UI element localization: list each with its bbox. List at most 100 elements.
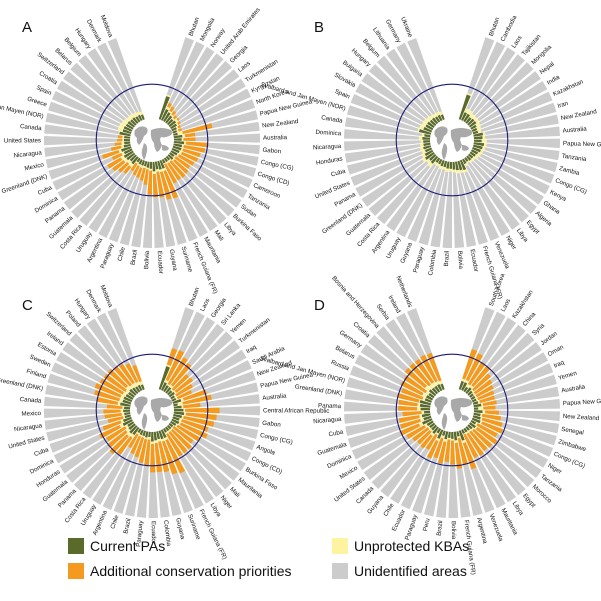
country-bar	[158, 307, 195, 390]
additional-priorities-segment	[138, 438, 148, 464]
country-label: Mali	[213, 229, 225, 242]
current-pas-segment	[464, 157, 469, 162]
country-label: Nicaragua	[313, 416, 342, 425]
unprotected-kbas-segment	[472, 392, 476, 396]
current-pas-segment	[424, 152, 435, 160]
country-label: Laos	[510, 34, 523, 49]
current-pas-segment	[173, 411, 185, 416]
unprotected-kbas-segment	[435, 437, 440, 442]
country-bar	[466, 155, 529, 223]
unprotected-kbas-segment	[173, 155, 176, 159]
unprotected-kbas-segment	[472, 116, 478, 121]
unidentified-segment	[166, 60, 232, 126]
unprotected-kbas-segment	[166, 160, 170, 164]
unprotected-kbas-segment	[175, 126, 179, 130]
country-label: Ecuador	[150, 521, 157, 544]
country-bar	[173, 394, 260, 409]
country-bar	[344, 401, 431, 412]
country-bar	[430, 161, 450, 248]
additional-priorities-segment	[417, 429, 432, 445]
country-label: Yemen	[557, 370, 578, 382]
additional-priorities-segment	[425, 433, 438, 451]
country-bar	[86, 318, 141, 393]
panel-label: A	[22, 19, 32, 36]
unprotected-kbas-segment	[422, 157, 427, 163]
unidentified-segment	[361, 152, 435, 207]
current-pas-segment	[128, 423, 136, 431]
country-bar	[71, 154, 137, 219]
additional-priorities-segment	[402, 411, 422, 417]
unprotected-kbas-segment	[419, 414, 423, 419]
unprotected-kbas-segment	[175, 397, 178, 400]
current-pas-segment	[466, 155, 472, 161]
additional-priorities-segment	[94, 389, 120, 402]
unprotected-kbas-segment	[138, 434, 142, 437]
country-label: Libya	[222, 221, 237, 237]
country-bar	[59, 421, 135, 474]
country-label: Brazil	[130, 249, 139, 265]
additional-priorities-segment	[471, 366, 490, 387]
unprotected-kbas-segment	[441, 435, 445, 439]
additional-priorities-segment	[472, 373, 492, 392]
country-label: Guatemala	[317, 441, 348, 457]
unprotected-kbas-segment	[171, 425, 174, 428]
legend-label: Unprotected KBAs	[354, 538, 469, 554]
additional-priorities-segment	[398, 415, 420, 423]
additional-priorities-segment	[169, 160, 186, 178]
additional-priorities-segment	[119, 363, 135, 385]
additional-priorities-segment	[103, 373, 127, 392]
country-bar	[82, 426, 140, 499]
unprotected-kbas-segment	[435, 111, 440, 116]
country-label: Laos	[199, 297, 211, 312]
unprotected-kbas-segment	[424, 385, 431, 392]
unidentified-segment	[78, 54, 139, 124]
country-bar	[473, 142, 560, 161]
unprotected-kbas-segment	[426, 116, 432, 122]
current-pas-segment	[131, 156, 139, 165]
unidentified-segment	[171, 88, 252, 132]
current-pas-segment	[457, 160, 463, 171]
unidentified-segment	[472, 147, 555, 184]
additional-priorities-segment	[172, 115, 178, 120]
current-pas-segment	[136, 157, 141, 163]
unidentified-segment	[45, 112, 131, 137]
country-label: Niger	[547, 462, 563, 475]
country-bar	[57, 150, 134, 201]
additional-priorities-segment	[185, 407, 220, 414]
current-pas-segment	[459, 159, 467, 171]
unprotected-kbas-segment	[182, 134, 186, 138]
current-pas-segment	[463, 427, 468, 433]
current-pas-segment	[126, 152, 136, 161]
country-bar	[47, 373, 132, 405]
unprotected-kbas-segment	[181, 415, 184, 419]
additional-priorities-segment	[396, 392, 420, 403]
current-pas-segment	[473, 136, 483, 140]
current-pas-segment	[473, 144, 483, 150]
country-label: Russia	[330, 359, 351, 373]
unidentified-segment	[48, 101, 132, 134]
country-bar	[464, 157, 520, 230]
unprotected-kbas-segment	[178, 418, 183, 422]
unidentified-segment	[52, 148, 133, 191]
current-pas-segment	[461, 382, 468, 391]
additional-priorities-segment	[482, 400, 497, 406]
current-pas-segment	[165, 155, 171, 161]
additional-priorities-segment	[135, 167, 143, 178]
current-pas-segment	[424, 410, 431, 414]
unprotected-kbas-segment	[482, 410, 486, 414]
unprotected-kbas-segment	[481, 403, 484, 407]
current-pas-segment	[173, 132, 178, 136]
current-pas-segment	[161, 158, 166, 164]
additional-priorities-segment	[412, 427, 430, 442]
unprotected-kbas-segment	[120, 409, 124, 413]
unidentified-segment	[459, 159, 500, 241]
country-bar	[442, 161, 452, 248]
current-pas-segment	[135, 116, 141, 123]
country-bar	[363, 422, 436, 481]
current-pas-segment	[158, 366, 170, 390]
country-bar	[350, 93, 433, 133]
additional-priorities-segment	[139, 167, 146, 181]
current-pas-segment	[470, 420, 477, 425]
country-bar	[473, 144, 558, 173]
country-label: Nicaragua	[13, 149, 42, 159]
